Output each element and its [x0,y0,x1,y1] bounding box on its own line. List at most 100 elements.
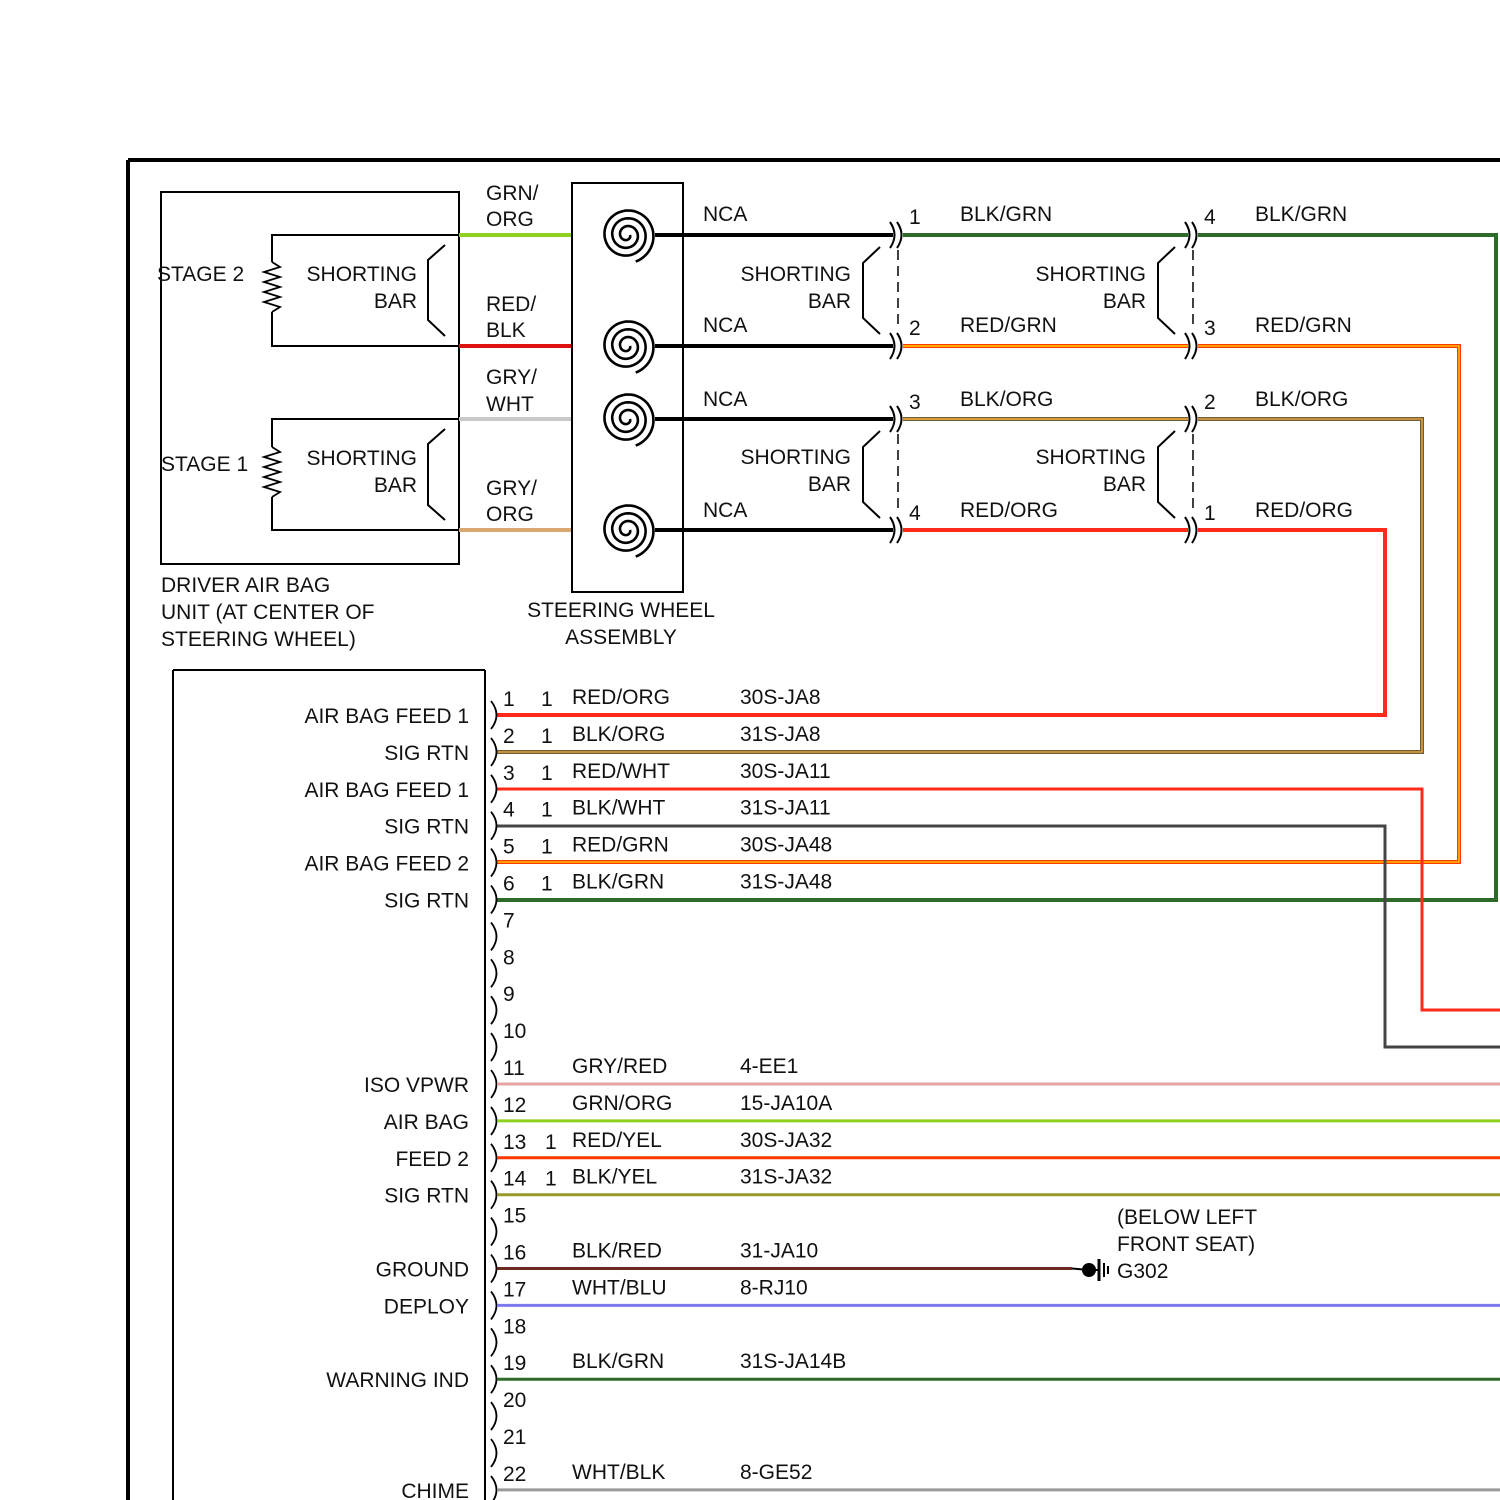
module-pin-number: 19 [503,1352,526,1375]
module-pin-number: 18 [503,1315,526,1338]
right-color-2: RED/GRN [1255,314,1352,337]
connector-a-bar-label-bottom: BAR [808,473,851,496]
module-pin-number: 2 [503,725,515,748]
stage2-label: STAGE 2 [157,263,244,286]
module-pin-label: WARNING IND [326,1369,469,1392]
module-wire-color: RED/ORG [572,686,670,709]
stage2-bar-label: BAR [374,290,417,313]
module-pin-label: SIG RTN [384,816,469,839]
module-circuit-id: 8-RJ10 [740,1276,808,1299]
nca-label-1: NCA [703,203,747,226]
connector-a-shorting-label-top: SHORTING [741,263,851,286]
connector-b-shorting-label-bottom: SHORTING [1036,446,1146,469]
module-wire-color: RED/YEL [572,1129,662,1152]
unit-to-clockspring-wires: GRN/ ORG RED/ BLK GRY/ WHT GRY/ ORG [459,182,572,530]
connector-b-pin-1: 1 [1204,502,1216,525]
module-pin-terminal-mark [491,886,497,914]
connector-b-shorting-label-top: SHORTING [1036,263,1146,286]
right-color-1: BLK/GRN [1255,203,1347,226]
stage2-shorting-bar [428,245,445,336]
nca-label-4: NCA [703,499,747,522]
mid-color-3: BLK/ORG [960,388,1053,411]
stage1-shorting-label: SHORTING [307,447,417,470]
wire-color-4a: GRY/ [486,477,537,500]
module-pin-terminal-mark [491,996,497,1024]
wire-color-1b: ORG [486,208,534,231]
connector-b-pin-4: 4 [1204,206,1216,229]
module-circuit-id: 30S-JA32 [740,1129,832,1152]
module-wire-color: RED/GRN [572,834,669,857]
module-pin-terminal-mark [491,1439,497,1467]
module-pin-terminal-mark [491,738,497,766]
wire-color-2b: BLK [486,319,526,342]
right-color-3: BLK/ORG [1255,388,1348,411]
module-pin-terminal-mark [491,1033,497,1061]
module-pin-number: 11 [503,1057,525,1080]
module-circuit-id: 31S-JA8 [740,723,821,746]
connector-b-pin-3: 3 [1204,317,1216,340]
ground-location-line2: FRONT SEAT) [1117,1233,1255,1256]
module-pin-cavity: 1 [541,762,553,785]
module-wire-color: WHT/BLU [572,1276,667,1299]
stage1-bar-label: BAR [374,474,417,497]
connector-a-pin-4: 4 [909,502,921,525]
stage1-resistor [264,447,280,497]
steering-wheel-assembly: STEERING WHEEL ASSEMBLY [527,183,715,649]
module-pin-cavity: 1 [541,836,553,859]
module-wire-color: BLK/WHT [572,797,666,820]
module-pin-number: 14 [503,1168,527,1191]
stage2-resistor [264,262,280,312]
module-pin-number: 4 [503,799,515,822]
module-pin-cavity: 1 [541,799,553,822]
nca-leads: NCA NCA NCA NCA [683,203,893,530]
module-circuit-id: 8-GE52 [740,1461,812,1484]
module-pin-number: 9 [503,983,515,1006]
module-pin-cavity: 1 [541,873,553,896]
nca-label-3: NCA [703,388,747,411]
module-pin-label: GROUND [376,1259,469,1282]
connector-a-bar-label-top: BAR [808,290,851,313]
module-pin-number: 13 [503,1131,526,1154]
module-pin-terminal-mark [491,1144,497,1172]
module-circuit-id: 4-EE1 [740,1055,798,1078]
module-pin-number: 8 [503,946,515,969]
module-wire-color: GRN/ORG [572,1092,672,1115]
module-pin-number: 20 [503,1389,526,1412]
module-wire-color: WHT/BLK [572,1461,665,1484]
module-pin-label: AIR BAG [384,1111,469,1134]
module-circuit-id: 30S-JA11 [740,760,831,783]
module-pin-number: 10 [503,1020,526,1043]
clockspring-spiral-icon [605,395,684,446]
driver-airbag-unit: STAGE 2 STAGE 1 SHORTING BAR SHORTING BA… [157,192,459,651]
module-pin-number: 21 [503,1426,526,1449]
module-pin-label: SIG RTN [384,742,469,765]
module-pin-label: AIR BAG FEED 1 [304,705,469,728]
connector-b-bar-label-top: BAR [1103,290,1146,313]
module-pin-label: SIG RTN [384,890,469,913]
wire-color-4b: ORG [486,503,534,526]
module-pin-number: 1 [503,688,515,711]
connector-a-pin-3: 3 [909,391,921,414]
module-pin-terminal-mark [491,1291,497,1319]
module-pin-number: 5 [503,836,515,859]
wire-color-1a: GRN/ [486,182,539,205]
module-pin-number: 7 [503,909,515,932]
wire-color-3a: GRY/ [486,366,537,389]
module-pin-terminal-mark [491,775,497,803]
ground-location-line1: (BELOW LEFT [1117,1206,1257,1229]
module-pin-terminal-mark [491,701,497,729]
module-pin-number: 22 [503,1463,526,1486]
module-wire-color: BLK/YEL [572,1166,657,1189]
module-pin-cavity: 1 [541,688,553,711]
module-pin-label: CHIME [401,1480,469,1500]
module-circuit-id: 31S-JA11 [740,797,831,820]
mid-color-4: RED/ORG [960,499,1058,522]
module-pin-label: AIR BAG FEED 2 [304,853,469,876]
module-pin-terminal-mark [491,1218,497,1246]
connector-a-shorting-label-bottom: SHORTING [741,446,851,469]
module-pin-terminal-mark [491,1107,497,1135]
module-pin-terminal-mark [491,1365,497,1393]
module-pin-terminal-mark [491,1402,497,1430]
connector-a-shorting-bar-bottom [863,431,880,518]
